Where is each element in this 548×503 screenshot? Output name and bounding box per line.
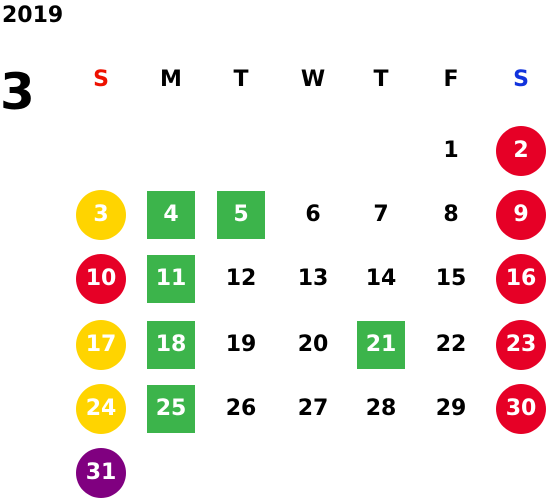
day-cell-24[interactable]: 24 xyxy=(76,384,126,434)
year-label: 2019 xyxy=(2,3,64,28)
day-cell-12[interactable]: 12 xyxy=(225,266,257,291)
day-cell-22[interactable]: 22 xyxy=(435,332,467,357)
day-cell-5[interactable]: 5 xyxy=(217,191,265,239)
weekday-header-1: M xyxy=(160,67,182,92)
day-cell-9[interactable]: 9 xyxy=(496,190,546,240)
weekday-header-3: W xyxy=(300,67,326,92)
day-cell-28[interactable]: 28 xyxy=(365,396,397,421)
day-cell-25[interactable]: 25 xyxy=(147,385,195,433)
day-cell-17[interactable]: 17 xyxy=(76,320,126,370)
day-cell-8[interactable]: 8 xyxy=(443,202,459,227)
day-cell-16[interactable]: 16 xyxy=(496,254,546,304)
day-cell-7[interactable]: 7 xyxy=(373,202,389,227)
month-label: 3 xyxy=(0,63,35,121)
weekday-header-2: T xyxy=(233,67,249,92)
day-cell-20[interactable]: 20 xyxy=(297,332,329,357)
weekday-header-6: S xyxy=(513,67,529,92)
day-cell-13[interactable]: 13 xyxy=(297,266,329,291)
day-cell-23[interactable]: 23 xyxy=(496,320,546,370)
day-cell-6[interactable]: 6 xyxy=(305,202,321,227)
day-cell-3[interactable]: 3 xyxy=(76,190,126,240)
weekday-header-0: S xyxy=(93,67,109,92)
day-cell-14[interactable]: 14 xyxy=(365,266,397,291)
day-cell-4[interactable]: 4 xyxy=(147,191,195,239)
day-cell-26[interactable]: 26 xyxy=(225,396,257,421)
day-cell-30[interactable]: 30 xyxy=(496,384,546,434)
day-cell-27[interactable]: 27 xyxy=(297,396,329,421)
weekday-header-4: T xyxy=(373,67,389,92)
day-cell-11[interactable]: 11 xyxy=(147,255,195,303)
weekday-header-5: F xyxy=(443,67,459,92)
day-cell-21[interactable]: 21 xyxy=(357,321,405,369)
day-cell-2[interactable]: 2 xyxy=(496,126,546,176)
day-cell-18[interactable]: 18 xyxy=(147,321,195,369)
day-cell-19[interactable]: 19 xyxy=(225,332,257,357)
day-cell-31[interactable]: 31 xyxy=(76,448,126,498)
day-cell-29[interactable]: 29 xyxy=(435,396,467,421)
day-cell-10[interactable]: 10 xyxy=(76,254,126,304)
day-cell-1[interactable]: 1 xyxy=(443,138,459,163)
day-cell-15[interactable]: 15 xyxy=(435,266,467,291)
